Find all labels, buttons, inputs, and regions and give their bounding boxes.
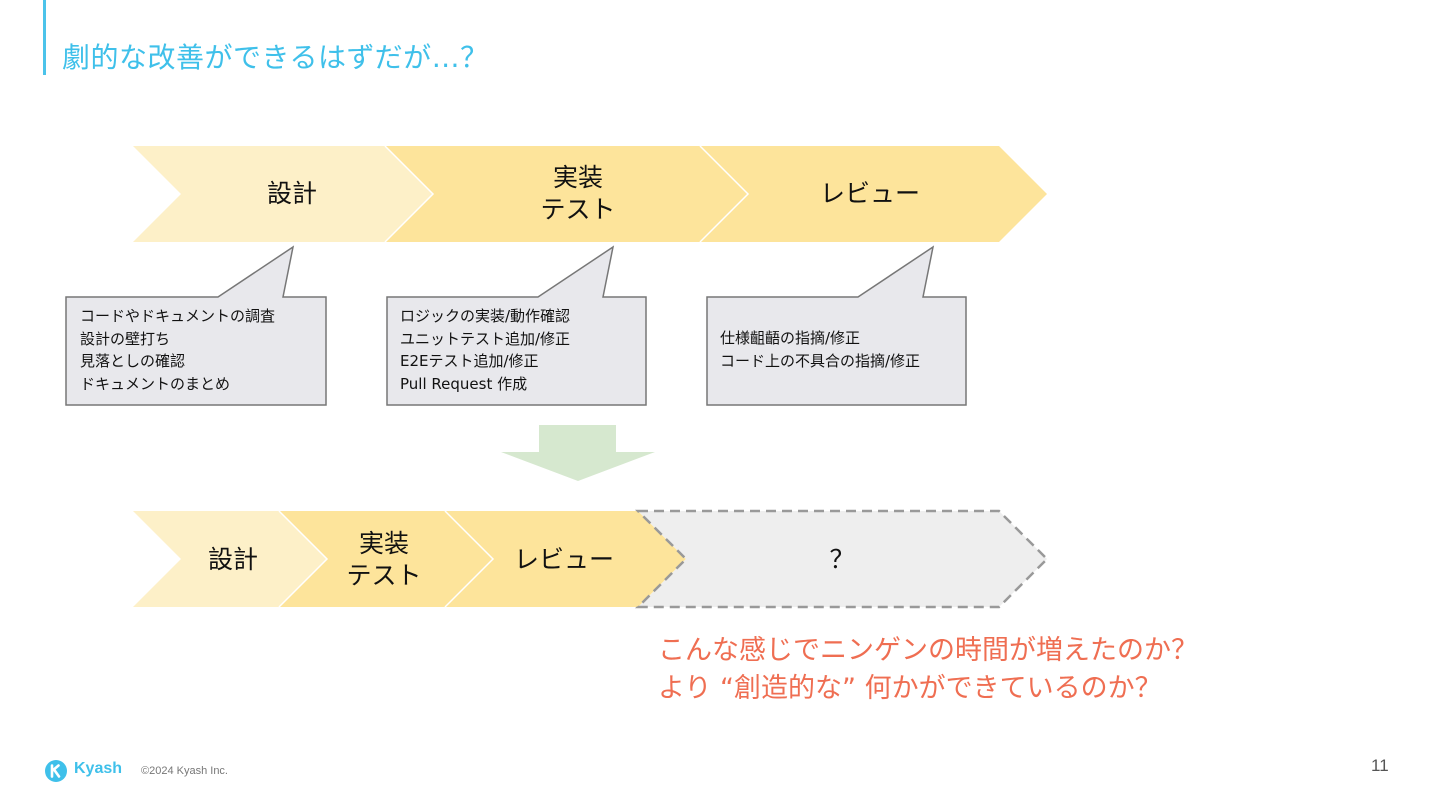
footer-brand: Kyash [74, 760, 123, 777]
slide-title: 劇的な改善ができるはずだが…？ [62, 41, 489, 74]
top-stage-design-chevron [133, 146, 433, 242]
callout-implement [386, 245, 647, 406]
callout-review [706, 245, 967, 406]
callout-implement-text: ロジックの実装/動作確認 ユニットテスト追加/修正 E2Eテスト追加/修正 Pu… [400, 307, 571, 393]
top-stage-review-chevron [700, 146, 1047, 242]
question-text: こんな感じでニンゲンの時間が増えたのか？ より “創造的な” 何かができているの… [658, 635, 1198, 704]
bottom-stage-review-label: レビュー [513, 545, 614, 574]
top-stage-implement-label: 実装 テスト [540, 163, 616, 224]
title-accent-bar [43, 0, 46, 75]
bottom-stage-implement-chevron [279, 511, 493, 607]
footer-copyright: ©2024 Kyash Inc. [141, 765, 228, 777]
top-stage-review-label: レビュー [819, 179, 920, 208]
bottom-stage-design-label: 設計 [207, 545, 258, 574]
bottom-stage-unknown-chevron [634, 509, 1049, 609]
callout-review-text: 仕様齟齬の指摘/修正 コード上の不具合の指摘/修正 [720, 329, 921, 370]
bottom-stage-review-chevron [445, 511, 686, 607]
bottom-stage-unknown-label: ？ [829, 545, 855, 574]
top-stage-design-label: 設計 [266, 179, 317, 208]
kyash-logo-icon [45, 760, 67, 782]
down-arrow [501, 425, 655, 481]
callout-design [65, 245, 327, 406]
callout-design-text: コードやドキュメントの調査 設計の壁打ち 見落としの確認 ドキュメントのまとめ [80, 307, 276, 393]
bottom-stage-design-chevron [133, 511, 327, 607]
top-stage-implement-chevron [385, 146, 748, 242]
bottom-stage-implement-label: 実装 テスト [346, 529, 422, 590]
page-number: 11 [1371, 756, 1389, 775]
